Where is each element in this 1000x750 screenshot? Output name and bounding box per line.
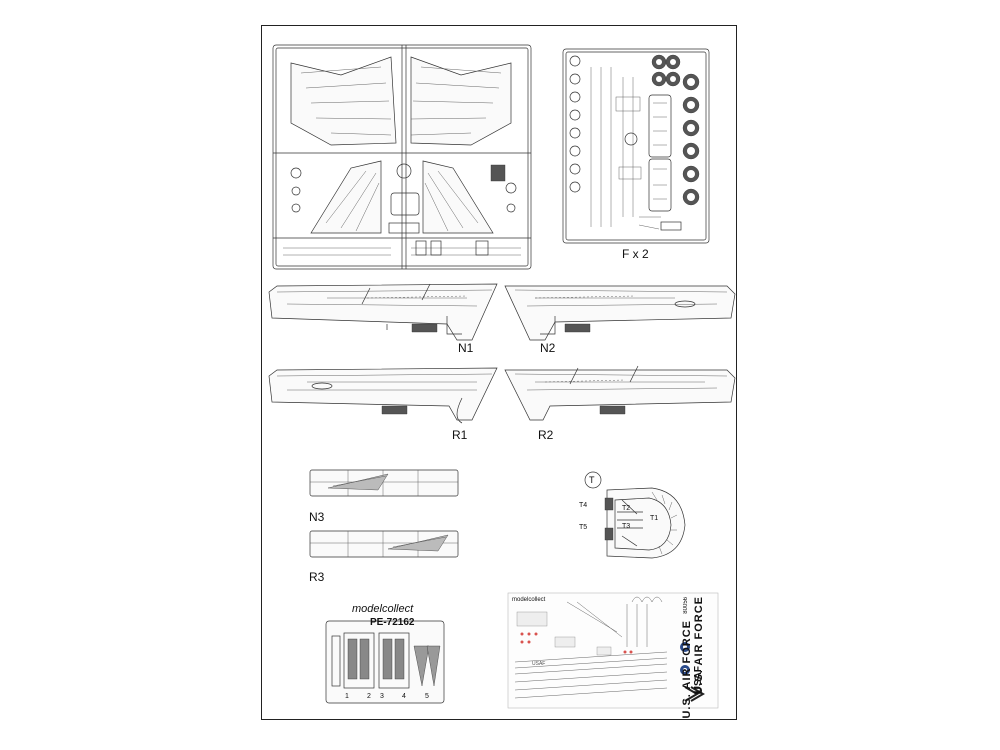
part-label-n3: N3 bbox=[309, 510, 325, 524]
photoetch-brand: modelcollect bbox=[352, 603, 414, 615]
instruction-sheet: F x 2 N1 N2 R1 R2 N bbox=[261, 25, 737, 720]
photoetch-fret bbox=[325, 620, 445, 704]
part-n3 bbox=[309, 469, 459, 497]
photoetch-part-1: 1 bbox=[345, 693, 349, 700]
photoetch-code: PE-72162 bbox=[370, 617, 415, 628]
cockpit-callout-t4: T4 bbox=[579, 502, 588, 509]
decal-serial-top: 80056 bbox=[683, 597, 689, 614]
cockpit-callout-t2: T2 bbox=[622, 505, 631, 512]
cockpit-callout-t5: T5 bbox=[579, 524, 588, 531]
wheel-sprue-frame bbox=[562, 48, 710, 244]
cockpit-callout-t3: T3 bbox=[622, 523, 631, 530]
photoetch-part-5: 5 bbox=[425, 693, 429, 700]
wing-label-r1: R1 bbox=[452, 428, 468, 442]
photoetch-part-4: 4 bbox=[402, 693, 406, 700]
sprue-quantity-label: F x 2 bbox=[622, 247, 649, 261]
wing-panel-n1 bbox=[268, 283, 498, 341]
photoetch-part-2: 2 bbox=[367, 693, 371, 700]
part-r3 bbox=[309, 530, 459, 558]
photoetch-part-3: 3 bbox=[380, 693, 384, 700]
wing-label-n2: N2 bbox=[540, 341, 556, 355]
wing-panel-r2 bbox=[504, 365, 736, 421]
cockpit-callout-t1: T1 bbox=[650, 515, 659, 522]
decal-brand: modelcollect bbox=[512, 597, 546, 603]
decal-side-text-3: USAF bbox=[693, 666, 704, 694]
wing-label-n1: N1 bbox=[458, 341, 474, 355]
cockpit-assembly bbox=[584, 471, 686, 559]
wing-panel-n2 bbox=[504, 285, 736, 341]
decal-side-text-2: U.S. AIR FORCE bbox=[681, 620, 693, 719]
decal-roundel-text: USAF bbox=[532, 661, 546, 667]
wing-sprue-frame bbox=[272, 44, 532, 270]
decal-sheet bbox=[507, 592, 719, 709]
cockpit-callout-t: T bbox=[589, 475, 595, 485]
wing-panel-r1 bbox=[268, 367, 498, 424]
wing-label-r2: R2 bbox=[538, 428, 554, 442]
part-label-r3: R3 bbox=[309, 570, 325, 584]
